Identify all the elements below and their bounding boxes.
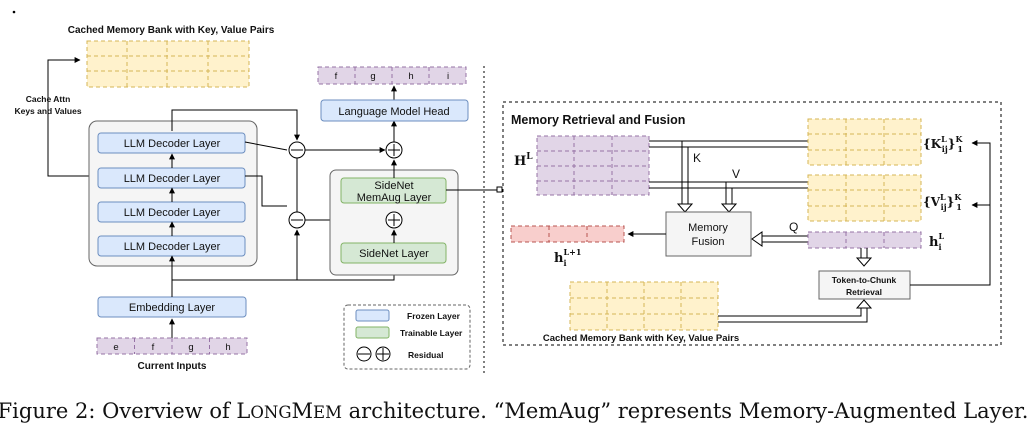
input-token-0: e xyxy=(113,342,118,353)
residual-plus-upper xyxy=(385,141,403,159)
output-token-2: h xyxy=(408,71,413,82)
output-token-1: g xyxy=(370,71,375,82)
legend-minus-icon xyxy=(356,346,372,362)
keys-grid xyxy=(807,118,922,166)
outputs-strip xyxy=(317,66,467,85)
residual-minus-lower xyxy=(288,211,306,229)
token-to-chunk-box xyxy=(818,270,911,300)
q-label: Q xyxy=(789,220,798,234)
legend-trainable-swatch xyxy=(355,326,390,339)
svg-text:Embedding Layer: Embedding Layer xyxy=(129,302,216,314)
current-inputs-strip xyxy=(96,337,248,355)
h-i-l-label: hiL xyxy=(929,231,945,252)
llm-decoder-layer-label-2: LLM Decoder Layer xyxy=(124,207,221,219)
lm-head xyxy=(320,99,469,122)
h-l-label: HL xyxy=(514,152,533,169)
svg-text:SideNet Layer: SideNet Layer xyxy=(359,248,429,260)
connector-square xyxy=(496,186,503,193)
llm-decoder-layer-label-4: LLM Decoder Layer xyxy=(124,138,221,150)
llm-decoder-layer-4 xyxy=(97,132,246,154)
output-token-0: f xyxy=(335,71,338,82)
legend-plus-icon xyxy=(375,346,391,362)
input-token-1: f xyxy=(152,342,155,353)
svg-text:SideNet: SideNet xyxy=(374,180,413,192)
cache-attn-label-2: Keys and Values xyxy=(14,106,81,116)
cache-attn-label-1: Cache Attn xyxy=(26,94,71,104)
residual-plus-lower xyxy=(385,211,403,229)
panel-title: Memory Retrieval and Fusion xyxy=(511,113,685,127)
memory-retrieval-panel xyxy=(502,101,1002,346)
input-token-3: h xyxy=(225,342,230,353)
cached-memory-bank-right xyxy=(569,281,719,331)
hidden-states-grid xyxy=(536,135,650,196)
values-grid xyxy=(807,174,922,222)
v-label: V xyxy=(732,167,740,181)
svg-text:Token-to-Chunk: Token-to-Chunk xyxy=(832,275,897,285)
residual-minus-upper xyxy=(288,141,306,159)
cached-bank-title-left: Cached Memory Bank with Key, Value Pairs xyxy=(68,25,275,36)
corner-dot xyxy=(12,10,16,14)
llm-decoder-layer-label-3: LLM Decoder Layer xyxy=(124,173,221,185)
legend-frozen-label: Frozen Layer xyxy=(407,311,461,321)
query-hidden-state xyxy=(807,231,922,249)
llm-decoder-layer-label-1: LLM Decoder Layer xyxy=(124,241,221,253)
legend-trainable-label: Trainable Layer xyxy=(400,328,463,338)
h-i-l1-label: hiL+1 xyxy=(554,247,581,268)
output-hidden-state xyxy=(510,225,625,243)
cached-memory-bank-left xyxy=(86,40,250,88)
memory-fusion-box xyxy=(665,211,752,257)
svg-text:Language Model Head: Language Model Head xyxy=(338,106,449,118)
legend-residual-label: Residual xyxy=(408,350,443,360)
current-inputs-label: Current Inputs xyxy=(138,361,207,372)
svg-text:Fusion: Fusion xyxy=(691,236,724,248)
output-token-3: i xyxy=(447,71,449,82)
svg-text:MemAug Layer: MemAug Layer xyxy=(357,192,432,204)
svg-text:Memory: Memory xyxy=(688,222,728,234)
decoder-container xyxy=(88,120,258,267)
k-label: K xyxy=(693,151,701,165)
legend-frozen-swatch xyxy=(355,309,390,322)
cache-attn-arrow xyxy=(47,57,93,177)
input-token-2: g xyxy=(188,342,193,353)
svg-text:Retrieval: Retrieval xyxy=(846,287,882,297)
cached-bank-title-right: Cached Memory Bank with Key, Value Pairs xyxy=(543,333,739,344)
figure-caption: Figure 2: Overview of LONGMEM architectu… xyxy=(0,399,1028,423)
